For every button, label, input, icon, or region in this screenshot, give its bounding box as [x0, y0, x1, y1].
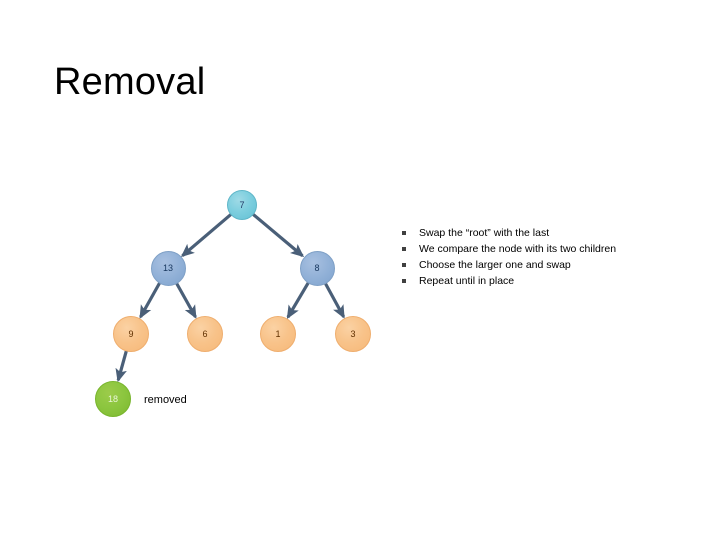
tree-node-8: 8 [299, 250, 335, 286]
bullet-item: We compare the node with its two childre… [400, 241, 676, 257]
tree-edge-8-to-3 [323, 281, 346, 319]
tree-node-label: 8 [314, 262, 320, 273]
page-title: Removal [54, 61, 206, 103]
tree-node-label: 13 [162, 262, 173, 273]
tree-node-18: 18 [95, 381, 131, 417]
tree-node-label: 7 [239, 199, 245, 210]
tree-edge-8-to-1 [286, 281, 310, 320]
bullet-square-icon [402, 231, 406, 235]
bullet-text: We compare the node with its two childre… [419, 243, 617, 255]
bullet-text: Repeat until in place [419, 275, 515, 287]
bullet-text: Swap the “root” with the last [419, 227, 550, 239]
tree-node-label: 1 [275, 328, 281, 339]
tree-node-13: 13 [150, 250, 186, 286]
tree-node-label: 6 [202, 328, 208, 339]
tree-edge-9-to-18 [115, 349, 129, 383]
tree-node-1: 1 [260, 316, 296, 352]
bullet-list: Swap the “root” with the last We compare … [400, 225, 676, 289]
bullet-item: Swap the “root” with the last [400, 225, 676, 241]
bullet-text: Choose the larger one and swap [419, 259, 571, 271]
bullet-item: Repeat until in place [400, 273, 676, 289]
bullet-square-icon [402, 247, 406, 251]
bullet-square-icon [402, 279, 406, 283]
bullet-item: Choose the larger one and swap [400, 257, 676, 273]
tree-edge-13-to-6 [174, 281, 197, 319]
tree-node-label: 9 [128, 328, 134, 339]
tree-edge-7-to-13 [180, 212, 233, 258]
tree-node-9: 9 [113, 316, 149, 352]
tree-node-label: 3 [350, 328, 356, 339]
tree-edge-13-to-9 [139, 281, 162, 319]
tree-node-label: 18 [107, 393, 118, 404]
bullet-square-icon [402, 263, 406, 267]
removed-caption: removed [144, 394, 187, 406]
tree-edge-7-to-8 [251, 212, 305, 258]
tree-node-6: 6 [187, 316, 223, 352]
tree-node-7: 7 [227, 190, 257, 220]
tree-node-3: 3 [335, 316, 371, 352]
